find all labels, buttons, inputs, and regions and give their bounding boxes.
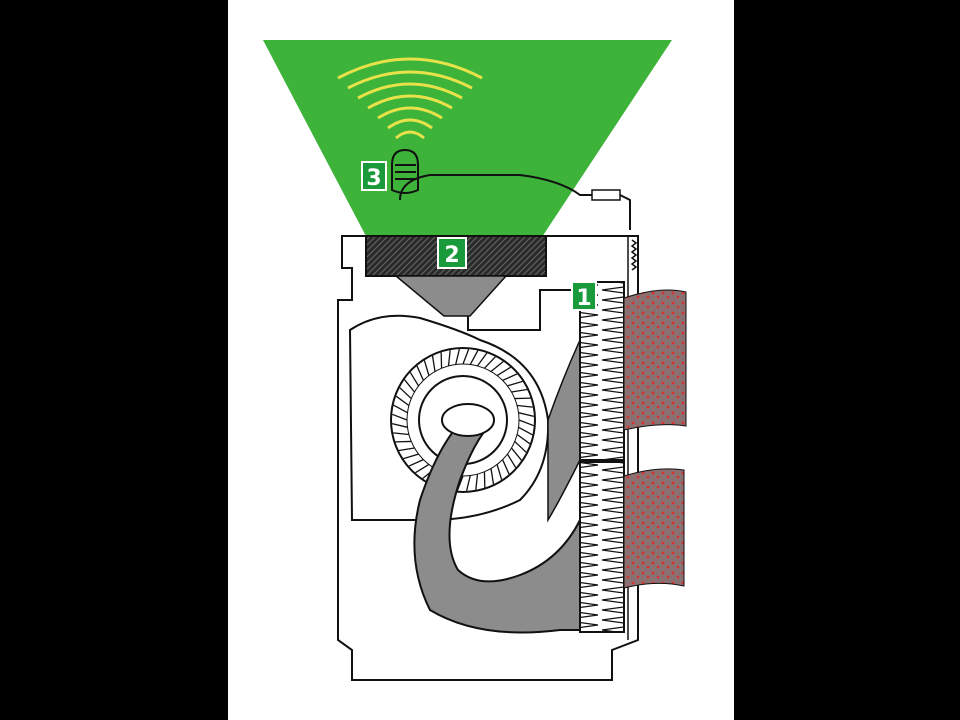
sensor-icon (391, 148, 419, 194)
fan-blade (447, 350, 451, 366)
fan-blade (391, 413, 408, 421)
fan-blade (465, 475, 471, 492)
material-lower (623, 468, 685, 589)
label-3-badge: 3 (361, 161, 387, 191)
fan-blade (476, 352, 488, 367)
intake-channel (467, 289, 572, 331)
fan-blade (399, 387, 412, 400)
fan-blade (507, 380, 523, 387)
sound-waves-icon (337, 57, 483, 140)
fan-blade (510, 447, 522, 461)
fan-blade (409, 372, 420, 387)
fan-blade (518, 426, 533, 436)
material-upper (623, 289, 687, 431)
fan-blade (403, 453, 419, 460)
fan-blade (511, 388, 528, 393)
fan-blade (416, 365, 424, 381)
fan-blade (393, 404, 408, 414)
fan-blade (516, 433, 531, 445)
fan-blade (404, 379, 416, 393)
fan-blade (431, 355, 436, 372)
label-1-badge: 1 (571, 281, 597, 311)
label-3-text: 3 (366, 166, 381, 191)
fan-blade (496, 366, 511, 377)
label-2-badge: 2 (437, 237, 467, 269)
fan-blade (490, 361, 504, 373)
fan-blade (514, 440, 527, 453)
funnel (393, 275, 508, 317)
fan-blade (469, 350, 479, 365)
fan-blade (506, 453, 517, 468)
fan-blade (502, 373, 518, 381)
fan-blade (395, 395, 410, 407)
fan-blade (475, 474, 479, 490)
fan-blade (393, 432, 409, 436)
label-2-text: 2 (444, 243, 459, 268)
fan-blade (517, 404, 533, 408)
fan-blade (415, 463, 430, 474)
fan-blade (408, 459, 424, 467)
terminal-block (591, 189, 621, 201)
fan-blade (391, 422, 408, 428)
duct-inlet (441, 403, 495, 437)
fan-blade (518, 419, 535, 427)
fan-blade (518, 412, 535, 418)
sensor-wire (399, 174, 600, 201)
spring-lower (579, 461, 625, 633)
fan-blade (483, 356, 496, 369)
gray-duct (413, 413, 581, 634)
fan-blade (423, 360, 430, 376)
fan-blade (490, 468, 495, 485)
fan-blade (496, 464, 503, 480)
fan-blade (502, 459, 510, 475)
label-1-text: 1 (576, 286, 591, 311)
fan-blade (455, 348, 461, 365)
fan-blade (462, 348, 470, 365)
fan-blade (398, 447, 415, 452)
